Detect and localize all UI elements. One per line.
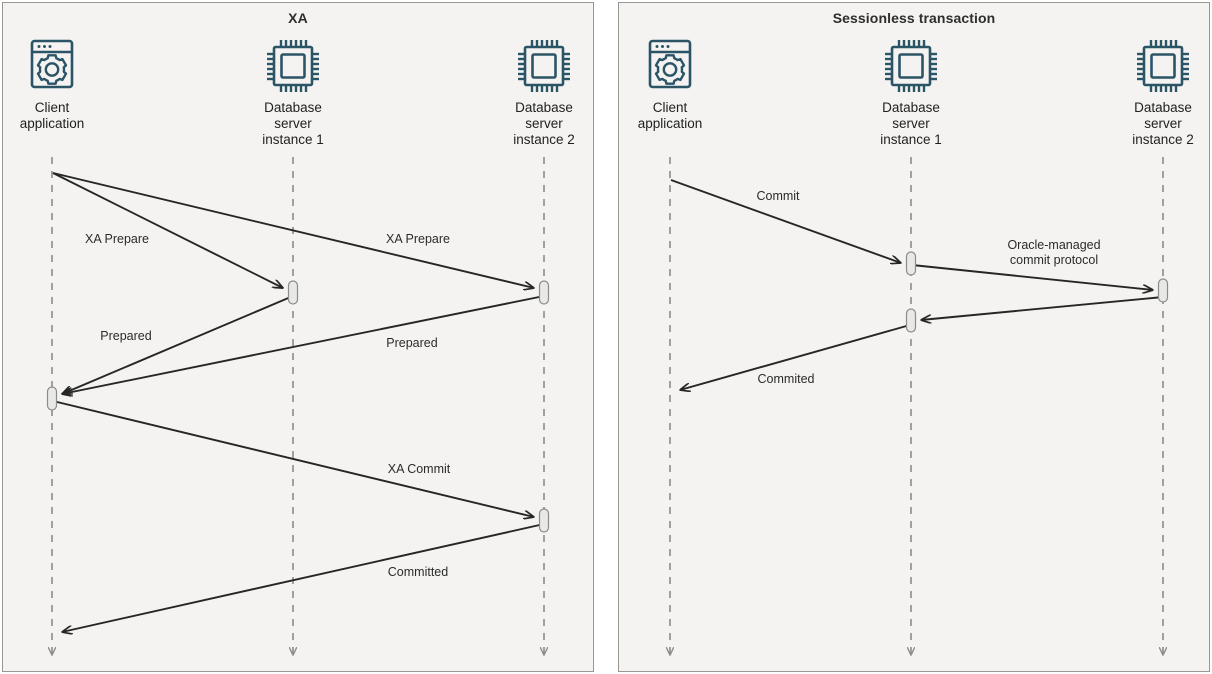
xa-actor-db2: Database server instance 2 bbox=[474, 38, 614, 148]
xa-actor-client-label: Client application bbox=[19, 100, 85, 131]
database-server-chip-icon bbox=[223, 38, 363, 94]
sessionless-actor-db1-label: Database server instance 1 bbox=[880, 100, 942, 147]
sessionless-actor-db2: Database server instance 2 bbox=[1093, 38, 1212, 148]
label-prepared-2: Prepared bbox=[386, 336, 438, 350]
database-server-chip-icon bbox=[1093, 38, 1212, 94]
panel-sessionless-title: Sessionless transaction bbox=[832, 10, 996, 26]
panel-xa-title: XA bbox=[288, 10, 308, 26]
xa-actor-db2-label: Database server instance 2 bbox=[513, 100, 575, 147]
label-committed: Committed bbox=[387, 565, 449, 579]
sessionless-actor-client-label: Client application bbox=[637, 100, 703, 131]
sessionless-actor-db1: Database server instance 1 bbox=[841, 38, 981, 148]
client-application-icon bbox=[600, 38, 740, 94]
label-xa-commit: XA Commit bbox=[387, 462, 451, 476]
label-prepared-1: Prepared bbox=[100, 329, 152, 343]
client-application-icon bbox=[0, 38, 122, 94]
sessionless-actor-client: Client application bbox=[600, 38, 740, 132]
label-commited: Commited bbox=[757, 372, 815, 386]
database-server-chip-icon bbox=[474, 38, 614, 94]
xa-actor-client: Client application bbox=[0, 38, 122, 132]
label-oracle-managed-commit-protocol: Oracle-managed commit protocol bbox=[1007, 238, 1101, 267]
label-xa-prepare-2: XA Prepare bbox=[386, 232, 450, 246]
database-server-chip-icon bbox=[841, 38, 981, 94]
label-xa-prepare-1: XA Prepare bbox=[85, 232, 149, 246]
sessionless-actor-db2-label: Database server instance 2 bbox=[1132, 100, 1194, 147]
label-commit: Commit bbox=[756, 189, 800, 203]
xa-actor-db1: Database server instance 1 bbox=[223, 38, 363, 148]
xa-actor-db1-label: Database server instance 1 bbox=[262, 100, 324, 147]
